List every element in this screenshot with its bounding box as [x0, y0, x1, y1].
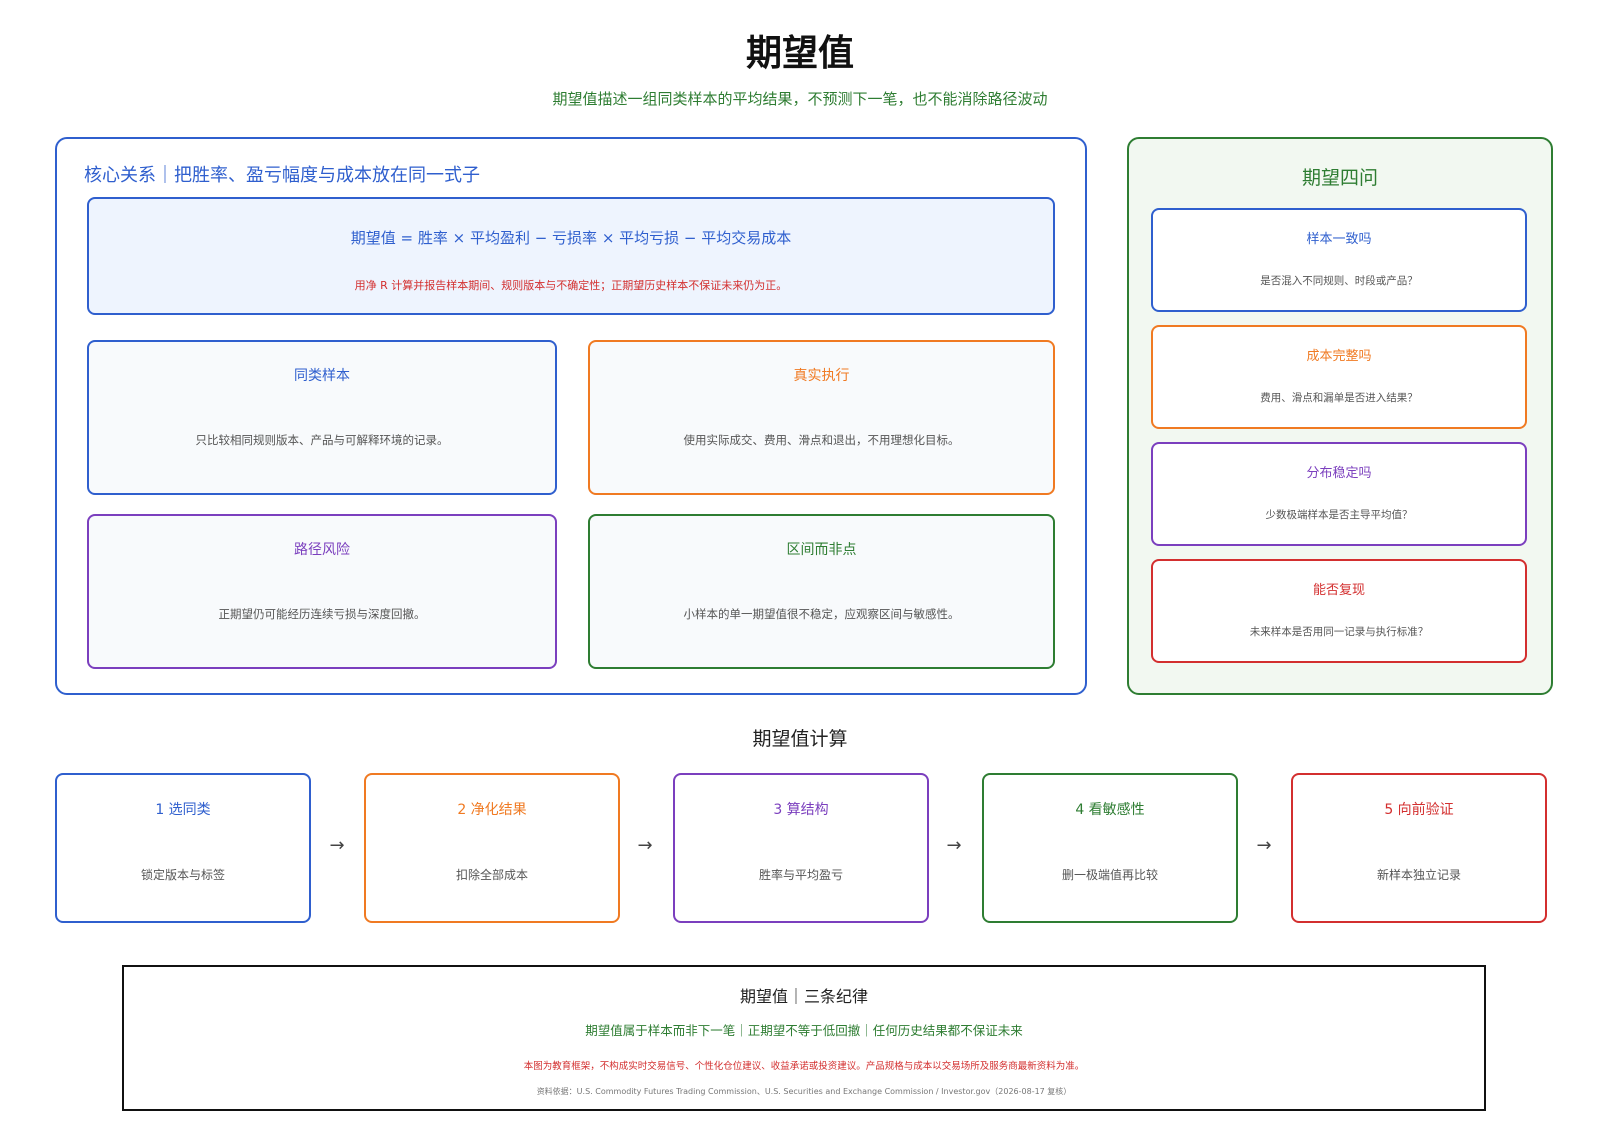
- flow-arrow-icon: →: [946, 835, 962, 856]
- step-title: 5 向前验证: [1384, 802, 1454, 818]
- core-card-path-risk: [87, 514, 557, 669]
- question-title: 分布稳定吗: [1306, 466, 1372, 481]
- question-card-reproducible: [1151, 559, 1527, 663]
- step-body: 扣除全部成本: [455, 868, 528, 882]
- question-card-cost-complete: [1151, 325, 1527, 429]
- core-card-body: 使用实际成交、费用、滑点和退出，不用理想化目标。: [683, 433, 960, 447]
- core-card-interval: [588, 514, 1055, 669]
- core-card-title: 同类样本: [294, 368, 350, 384]
- page-title: 期望值: [745, 33, 854, 74]
- core-card-real-execution: [588, 340, 1055, 495]
- formula-note: 用净 R 计算并报告样本期间、规则版本与不确定性；正期望历史样本不保证未来仍为正…: [354, 279, 788, 292]
- question-body: 少数极端样本是否主导平均值？: [1265, 509, 1413, 521]
- rules-box: [122, 965, 1486, 1111]
- source-text: 资料依据：U.S. Commodity Futures Trading Comm…: [536, 1087, 1072, 1096]
- question-body: 未来样本是否用同一记录与执行标准？: [1249, 626, 1429, 638]
- flow-arrow-icon: →: [637, 835, 653, 856]
- step-card-select: [55, 773, 311, 923]
- question-card-distribution-stable: [1151, 442, 1527, 546]
- step-card-forward-validation: [1291, 773, 1547, 923]
- core-card-same-sample: [87, 340, 557, 495]
- question-card-sample-consistency: [1151, 208, 1527, 312]
- formula-box: [87, 197, 1055, 315]
- question-title: 样本一致吗: [1306, 232, 1372, 247]
- page-subtitle: 期望值描述一组同类样本的平均结果，不预测下一笔，也不能消除路径波动: [552, 90, 1048, 108]
- step-body: 胜率与平均盈亏: [758, 868, 843, 882]
- step-card-structure: [673, 773, 929, 923]
- question-title: 成本完整吗: [1306, 349, 1372, 364]
- core-card-title: 路径风险: [294, 542, 350, 558]
- core-relationship-heading: 核心关系｜把胜率、盈亏幅度与成本放在同一式子: [84, 165, 480, 186]
- core-card-body: 小样本的单一期望值很不稳定，应观察区间与敏感性。: [683, 607, 960, 621]
- step-title: 1 选同类: [155, 802, 211, 818]
- question-title: 能否复现: [1312, 583, 1365, 598]
- formula-text: 期望值 = 胜率 × 平均盈利 − 亏损率 × 平均亏损 − 平均交易成本: [350, 229, 792, 247]
- calculation-section-title: 期望值计算: [752, 728, 848, 750]
- step-card-clean: [364, 773, 620, 923]
- question-body: 费用、滑点和漏单是否进入结果？: [1260, 392, 1418, 404]
- core-card-body: 只比较相同规则版本、产品与可解释环境的记录。: [195, 433, 449, 447]
- step-body: 锁定版本与标签: [140, 868, 225, 882]
- core-card-title: 真实执行: [793, 368, 850, 384]
- step-title: 4 看敏感性: [1075, 802, 1145, 818]
- disclaimer-text: 本图为教育框架，不构成实时交易信号、个性化仓位建议、收益承诺或投资建议。产品规格…: [523, 1061, 1085, 1072]
- core-card-body: 正期望仍可能经历连续亏损与深度回撤。: [218, 607, 426, 621]
- rules-line: 期望值属于样本而非下一笔｜正期望不等于低回撤｜任何历史结果都不保证未来: [585, 1023, 1023, 1038]
- step-card-sensitivity: [982, 773, 1238, 923]
- flow-arrow-icon: →: [329, 835, 345, 856]
- flow-arrow-icon: →: [1256, 835, 1272, 856]
- step-body: 删一极端值再比较: [1061, 868, 1158, 882]
- step-title: 3 算结构: [773, 802, 829, 818]
- four-questions-heading: 期望四问: [1301, 167, 1378, 189]
- question-body: 是否混入不同规则、时段或产品？: [1260, 275, 1418, 287]
- step-body: 新样本独立记录: [1376, 868, 1461, 882]
- step-title: 2 净化结果: [457, 802, 527, 818]
- core-card-title: 区间而非点: [786, 542, 857, 558]
- rules-title: 期望值｜三条纪律: [739, 987, 868, 1006]
